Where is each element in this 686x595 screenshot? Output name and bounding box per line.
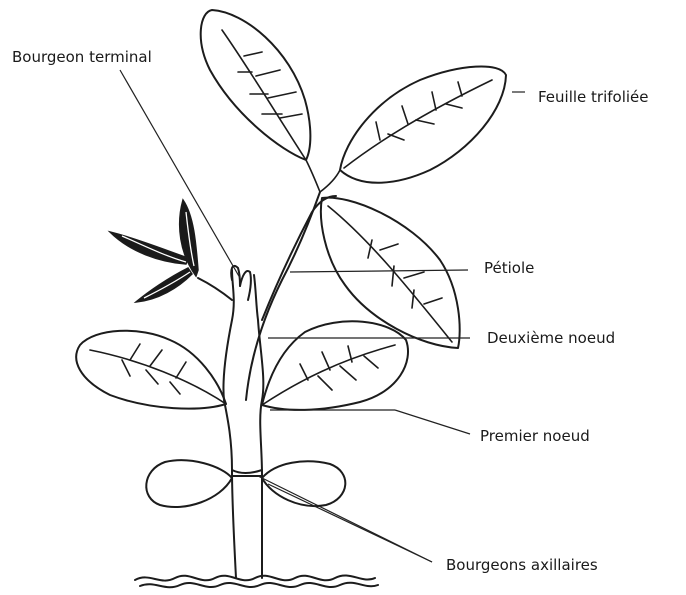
main-stem <box>223 270 263 578</box>
label-trifoliate-leaf: Feuille trifoliée <box>538 88 649 106</box>
top-leaflet <box>201 10 320 192</box>
label-petiole: Pétiole <box>484 259 534 277</box>
soil-line <box>135 575 378 587</box>
right-top-leaflet <box>320 66 506 192</box>
axillary-bud-marks <box>232 470 262 476</box>
young-trifoliate-leaf <box>110 200 232 302</box>
left-cotyledon <box>146 460 232 507</box>
right-unifoliate-leaf <box>262 321 408 410</box>
label-terminal-bud: Bourgeon terminal <box>12 48 152 66</box>
leader-petiole <box>290 270 468 272</box>
left-unifoliate-leaf <box>76 331 226 409</box>
leader-first-node-2 <box>395 410 470 434</box>
right-lower-leaflet <box>321 198 460 348</box>
leader-lines <box>120 70 525 562</box>
label-axillary-buds: Bourgeons axillaires <box>446 556 598 574</box>
label-first-node: Premier noeud <box>480 427 590 445</box>
leader-axillary-2 <box>268 484 432 562</box>
label-second-node: Deuxième noeud <box>487 329 615 347</box>
